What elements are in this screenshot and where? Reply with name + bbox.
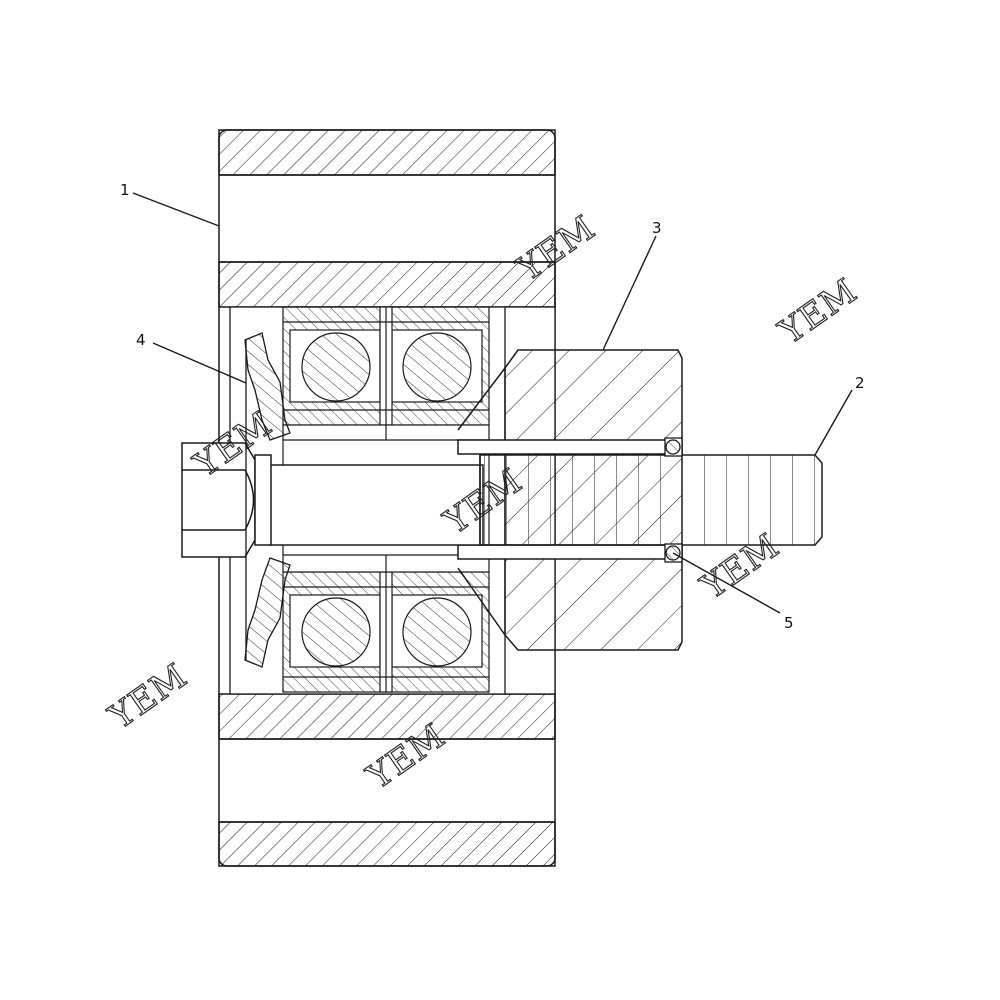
leader-4 bbox=[152, 342, 247, 384]
callout-5: 5 bbox=[784, 614, 794, 632]
lock-plate bbox=[244, 332, 291, 668]
bolt bbox=[181, 442, 823, 558]
leader-2 bbox=[814, 389, 853, 456]
bearing-upper bbox=[282, 306, 490, 426]
watermark: YEM bbox=[101, 656, 194, 738]
leader-3 bbox=[602, 235, 657, 351]
leader-1 bbox=[132, 192, 220, 227]
callout-4: 4 bbox=[136, 331, 146, 349]
bearing-lower bbox=[282, 571, 490, 693]
watermark: YEM bbox=[771, 271, 864, 353]
callout-1: 1 bbox=[120, 181, 130, 199]
leader-5 bbox=[672, 552, 781, 614]
callout-2: 2 bbox=[855, 374, 865, 392]
leader-lines bbox=[132, 192, 853, 614]
o-ring-seal bbox=[664, 437, 683, 563]
callout-3: 3 bbox=[652, 219, 662, 237]
